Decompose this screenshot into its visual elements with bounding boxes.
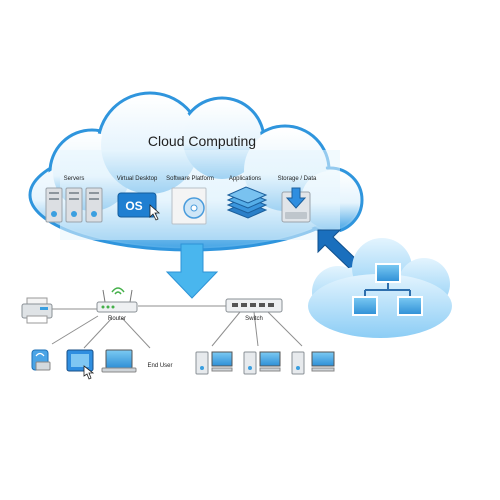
cloud-title: Cloud Computing: [148, 133, 256, 149]
main-cloud-shape: [28, 91, 364, 252]
smartphone-icon: [31, 349, 51, 371]
service-label-storage: Storage / Data: [278, 176, 317, 182]
applications-stack-icon: [226, 186, 268, 219]
software-disc-icon: [171, 187, 207, 225]
cloud-to-network-arrow: [165, 243, 219, 299]
switch-icon: [225, 298, 283, 313]
private-cloud: [308, 238, 452, 338]
os-badge-text: OS: [125, 199, 142, 213]
os-desktop-icon: OS: [117, 192, 161, 221]
server-rack-icon: [45, 187, 103, 223]
private-cloud-links: [364, 282, 411, 297]
service-label-servers: Servers: [64, 176, 85, 182]
private-cloud-node-top: [375, 263, 401, 283]
network-links: [50, 305, 303, 349]
end-user-label: End User: [147, 363, 172, 369]
private-cloud-node-left: [352, 296, 378, 316]
workstation-icon: [243, 351, 281, 375]
workstation-icon: [195, 351, 233, 375]
service-label-software-platform: Software Platform: [166, 176, 214, 182]
storage-download-icon: [281, 187, 311, 223]
switch-label: Switch: [245, 316, 263, 322]
router-label: Router: [108, 316, 126, 322]
private-cloud-node-right: [397, 296, 423, 316]
workstation-icon: [291, 351, 335, 375]
tablet-icon: [66, 349, 95, 380]
service-label-applications: Applications: [229, 176, 261, 182]
main-cloud: Cloud Computing Servers Virtual Desktop …: [28, 91, 364, 252]
service-label-virtual-desktop: Virtual Desktop: [117, 176, 158, 182]
private-cloud-shape: [308, 238, 452, 338]
printer-icon: [21, 297, 53, 324]
laptop-icon: [101, 349, 137, 373]
router-icon: [96, 287, 138, 313]
